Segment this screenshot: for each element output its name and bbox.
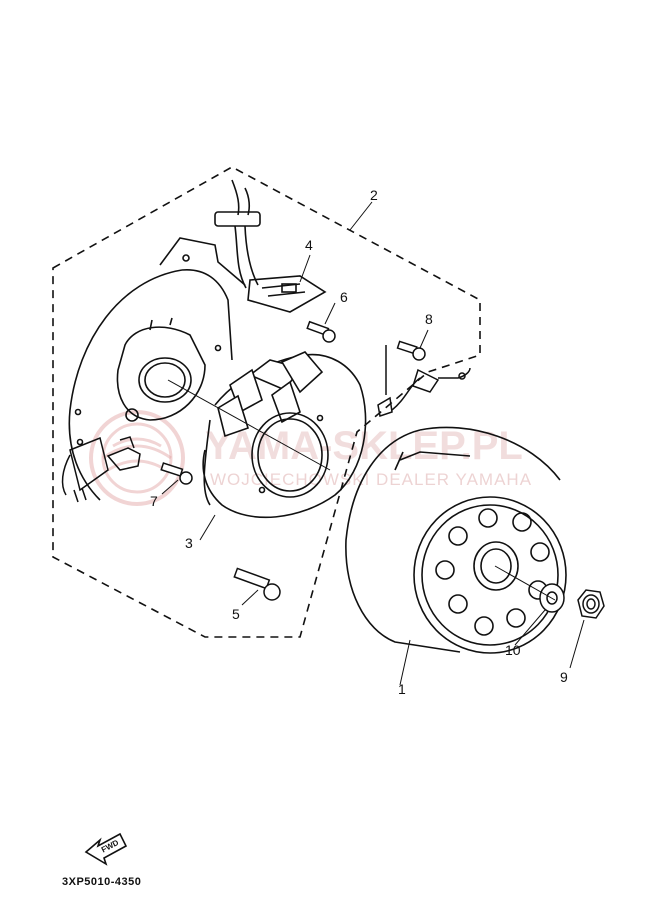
callout-3: 3 <box>185 535 193 551</box>
nut-9 <box>577 589 605 619</box>
callout-8: 8 <box>425 311 433 327</box>
callout-9: 9 <box>560 669 568 685</box>
callout-1: 1 <box>398 681 406 697</box>
callout-2: 2 <box>370 187 378 203</box>
callouts: 1 2 3 4 5 6 7 8 9 10 <box>150 187 568 697</box>
screw-8-and-lead <box>377 340 471 417</box>
pickup-coil <box>214 179 327 313</box>
screw-7 <box>160 462 193 485</box>
callout-10: 10 <box>505 642 521 658</box>
screw-6 <box>306 320 336 343</box>
watermark-dealer: WOJCIECHOWSKI DEALER YAMAHA <box>210 470 532 489</box>
stator-coil <box>202 351 367 519</box>
screw-5 <box>233 567 281 601</box>
leader-lines <box>161 201 585 686</box>
flywheel-rotor <box>345 426 567 654</box>
callout-5: 5 <box>232 606 240 622</box>
fwd-arrow-icon: FWD <box>84 832 128 866</box>
callout-7: 7 <box>150 493 158 509</box>
callout-4: 4 <box>305 237 313 253</box>
drawing-code: 3XP5010-4350 <box>62 876 142 888</box>
assembly-boundary <box>52 166 481 638</box>
callout-6: 6 <box>340 289 348 305</box>
stator-base-plate <box>68 237 246 501</box>
connector-block <box>61 436 141 503</box>
